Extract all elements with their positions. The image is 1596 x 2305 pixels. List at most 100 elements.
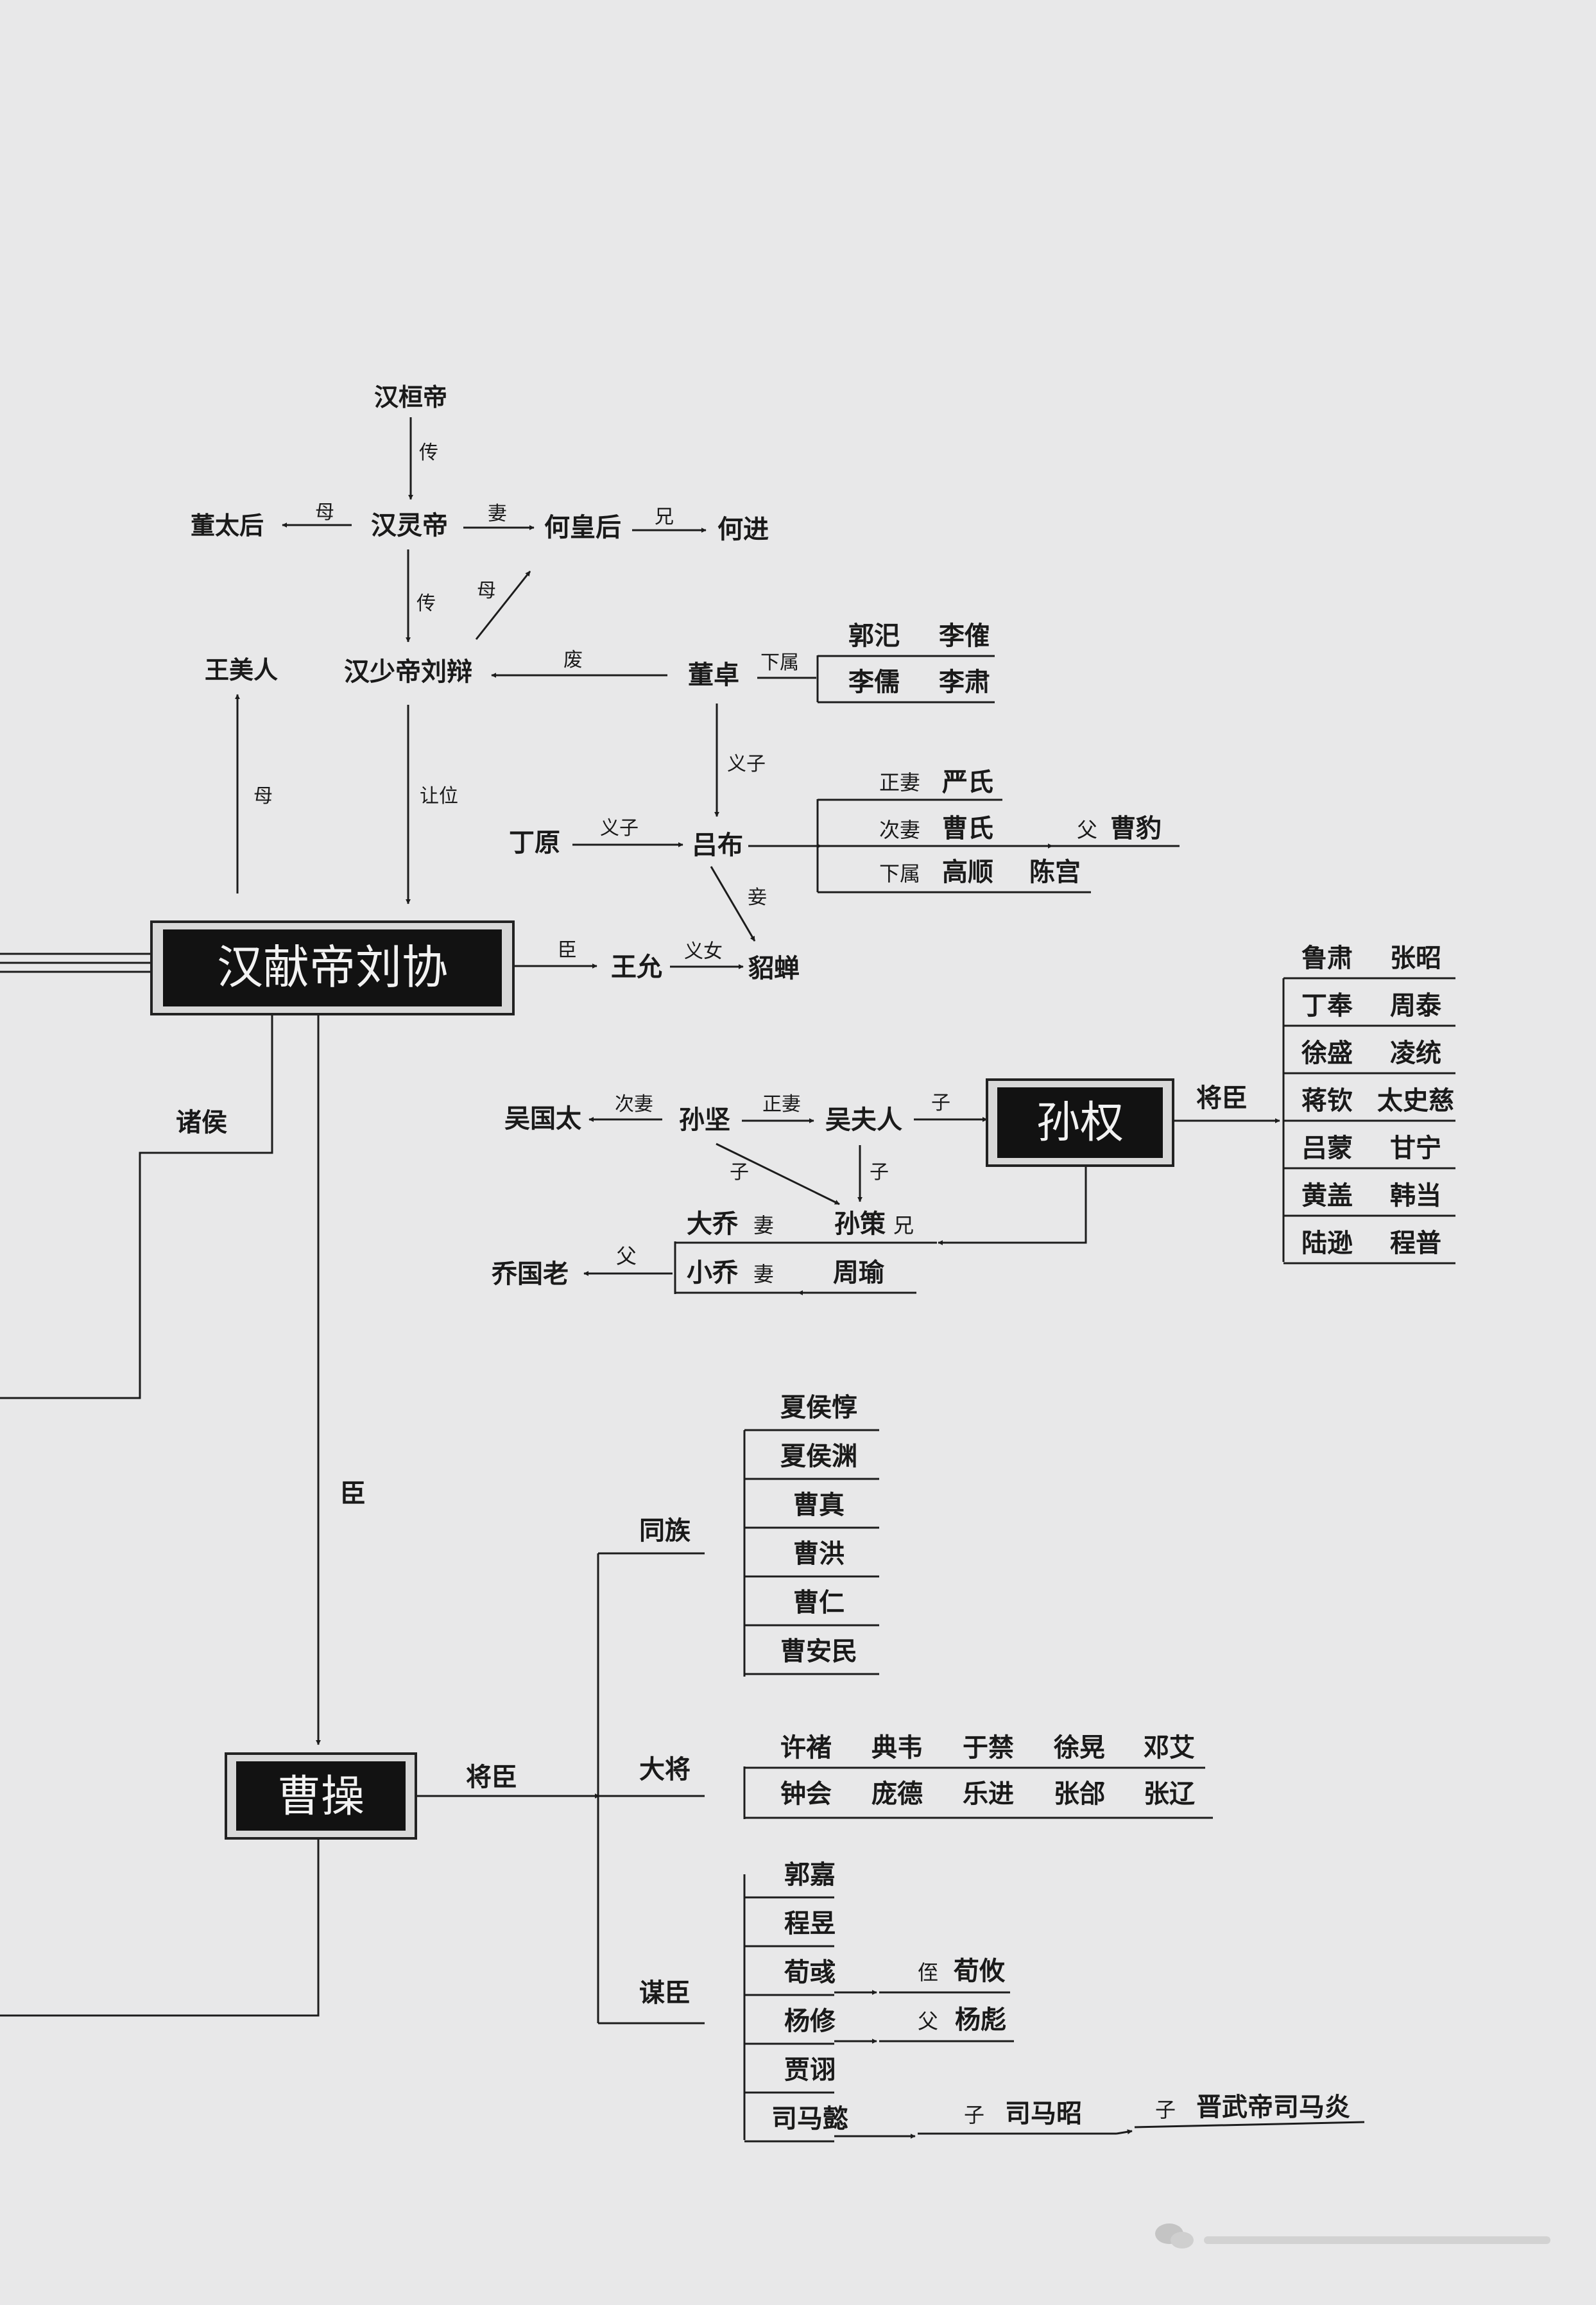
mouchen-member: 杨修 [784,2006,836,2036]
sun-family-section: 吴国太 次妻 孙坚 正妻 吴夫人 子 子 子 孙权 将臣 孙策 兄 大乔 妻 小… [492,943,1455,1295]
label-shaodi-xiandi: 让位 [420,785,458,807]
xiandi-box: 汉献帝刘协 [0,920,515,1015]
label-wufuren-sunce: 子 [870,1161,889,1184]
arrow-shaodi-hehuanghou [475,571,531,640]
caocao-box-label: 曹操 [277,1772,365,1822]
name-lisu: 李肃 [939,667,990,697]
tongzu-member: 夏侯渊 [780,1441,857,1471]
mouchen-member: 贾诩 [784,2055,836,2085]
name-daqiao: 大乔 [687,1209,738,1239]
label-sunce: 兄 [893,1213,914,1238]
dajiang-list: 许褚典韦于禁徐晃邓艾钟会庞德乐进张郃张辽 [780,1732,1195,1809]
sun-minister: 周泰 [1390,990,1442,1021]
label-daqiao: 妻 [753,1213,774,1238]
sun-minister: 吕蒙 [1301,1133,1353,1163]
name-wuguotai: 吴国太 [504,1103,581,1134]
name-caobao: 曹豹 [1110,813,1162,843]
tongzu-member: 曹仁 [793,1587,845,1618]
sun-minister: 蒋钦 [1301,1085,1353,1116]
name-wangyun: 王允 [611,952,662,982]
tongzu-member: 曹洪 [793,1539,845,1569]
han-court-section: 汉桓帝 传 汉灵帝 董太后 母 妻 何皇后 兄 何进 传 母 汉少帝刘辩 王美人… [191,383,1180,983]
label-dingyuan-lvbu: 义子 [600,817,639,840]
name-hehuanghou: 何皇后 [544,512,621,542]
label-wuguotai: 次妻 [615,1093,653,1116]
name-sunce: 孙策 [834,1209,886,1239]
dajiang-member: 典韦 [871,1732,923,1763]
mouchen-member: 程昱 [784,1908,836,1938]
label-shaodi-hehuanghou: 母 [477,580,496,602]
sun-minister: 太史慈 [1377,1085,1454,1116]
label-xiandi-caocao: 臣 [340,1478,366,1508]
label-caoshi: 次妻 [879,818,920,842]
label-dajiang: 大将 [639,1754,691,1784]
name-zhouyu: 周瑜 [833,1257,885,1288]
line-zhuhou [0,1015,273,1399]
tongzu-member: 曹真 [793,1490,845,1520]
dajiang-member: 于禁 [963,1732,1014,1763]
name-lvbu: 吕布 [692,830,743,860]
label-qiaoguolao: 父 [616,1244,637,1268]
sun-minister: 陆逊 [1301,1228,1353,1258]
label-xunyou: 侄 [918,1960,938,1985]
label-yanshi: 正妻 [879,770,920,795]
dajiang-member: 徐晃 [1053,1732,1105,1763]
label-mouchen: 谋臣 [639,1978,691,2008]
mouchen-member: 荀彧 [784,1957,836,1987]
name-lijue: 李傕 [939,621,990,651]
name-diaochan: 貂蝉 [748,953,800,983]
label-huandi-lingdi: 传 [419,442,438,464]
label-xiandi-wangyun: 臣 [558,939,577,962]
line-caocao-left [0,1840,320,2017]
dajiang-member: 张辽 [1144,1779,1195,1809]
cao-section: 曹操 将臣 同族 大将 谋臣 夏侯惇夏侯渊曹真曹洪曹仁曹安民 许褚典韦于禁徐晃邓… [0,1392,1365,2143]
name-hejin: 何进 [717,514,769,544]
name-chengong: 陈宫 [1029,857,1081,887]
line-simayan [1134,2121,1365,2128]
mouchen-member: 司马懿 [771,2103,848,2134]
name-wufuren: 吴夫人 [825,1105,902,1135]
name-xunyou: 荀攸 [953,1956,1006,1986]
label-yangbiao: 父 [918,2009,938,2033]
label-caocao-jiangchen: 将臣 [466,1762,517,1792]
dajiang-member: 张郃 [1054,1779,1105,1809]
sun-minister: 韩当 [1390,1180,1441,1211]
name-huandi: 汉桓帝 [374,383,447,411]
name-caoshi: 曹氏 [942,813,993,843]
label-dongzhuo-sub: 下属 [760,652,799,674]
sun-minister: 黄盖 [1301,1180,1353,1211]
label-lvbu-diaochan: 妾 [748,886,767,909]
label-wangmeiren-xiandi: 母 [253,785,273,807]
label-wangyun-diaochan: 义女 [684,940,723,963]
zhuhou-branch: 诸侯 [0,1015,273,1399]
arrow-simazhao-simayan [1116,2129,1133,2135]
xiandi-box-inner [163,929,502,1006]
label-lingdi-hehuanghou: 妻 [488,503,507,525]
dajiang-member: 许褚 [780,1732,832,1763]
mouchen-member: 郭嘉 [784,1860,836,1890]
label-lingdi-shaodi: 传 [416,592,436,615]
label-dongzhuo-shaodi: 废 [563,649,583,671]
sun-ministers-list: 鲁肃张昭丁奉周泰徐盛凌统蒋钦太史慈吕蒙甘宁黄盖韩当陆逊程普 [1283,943,1455,1265]
name-gaoshun: 高顺 [942,857,993,887]
name-shaodi: 汉少帝刘辩 [344,657,472,687]
dajiang-member: 乐进 [963,1779,1014,1809]
arrow-sunquan-sunce [938,1167,1087,1245]
caocao-box-inner [236,1761,406,1831]
name-liru: 李儒 [848,667,900,697]
xiandi-box-label: 汉献帝刘协 [217,940,448,994]
label-simazhao: 子 [964,2103,984,2127]
label-xiaoqiao: 妻 [753,1262,774,1286]
label-wufuren: 正妻 [762,1093,801,1116]
dajiang-member: 庞德 [871,1779,923,1809]
label-wufuren-sunquan: 子 [931,1092,950,1114]
sunquan-box-label: 孙权 [1036,1098,1124,1148]
sun-minister: 徐盛 [1301,1038,1353,1068]
label-lingdi-dongtaihou: 母 [315,501,334,524]
name-yanshi: 严氏 [942,767,993,797]
sun-minister: 凌统 [1390,1038,1441,1068]
name-guosi: 郭汜 [848,621,900,651]
label-caobao: 父 [1077,818,1097,842]
